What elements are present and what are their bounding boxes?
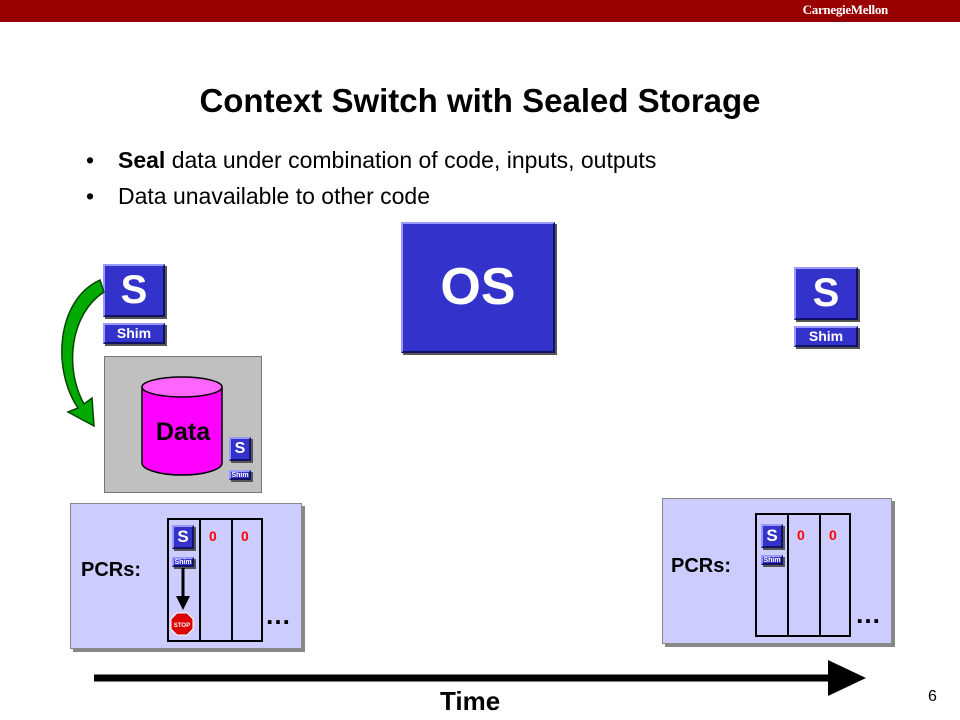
s-box-pcr: S xyxy=(172,525,194,549)
pcr-value: 0 xyxy=(797,527,805,543)
shim-label: Shim xyxy=(808,328,844,344)
s-box-pcr: S xyxy=(761,524,783,548)
pcr-value: 0 xyxy=(829,527,837,543)
os-box: OS xyxy=(401,222,555,353)
shim-box-pcr: Shim xyxy=(172,557,194,567)
slide-title: Context Switch with Sealed Storage xyxy=(199,82,761,119)
shim-label: Shim xyxy=(116,325,152,341)
shim-box-left: Shim xyxy=(103,323,165,344)
shim-box-pcr: Shim xyxy=(761,555,783,565)
bullet-text: data under combination of code, inputs, … xyxy=(165,147,657,173)
stop-label: STOP xyxy=(174,623,190,629)
bullet-item: • Data unavailable to other code xyxy=(86,178,656,214)
shim-box-right: Shim xyxy=(794,326,858,347)
os-label: OS xyxy=(440,258,516,316)
shim-box-small: Shim xyxy=(229,470,251,480)
s-label: S xyxy=(177,527,189,546)
down-arrow-icon xyxy=(176,568,190,610)
s-box-right: S xyxy=(794,267,858,320)
curved-arrow-icon xyxy=(61,278,105,428)
s-box-left: S xyxy=(103,264,165,317)
s-label: S xyxy=(120,268,148,312)
pcr-note-right: PCRs: 0 0 S Shim … xyxy=(662,498,892,644)
data-panel: Data S Shim xyxy=(104,356,262,493)
bullet-dot: • xyxy=(86,147,95,173)
s-label: S xyxy=(766,526,778,545)
bullet-item: • Seal data under combination of code, in… xyxy=(86,142,656,178)
shim-label: Shim xyxy=(231,472,249,479)
data-cylinder-icon xyxy=(141,376,223,476)
top-bar xyxy=(0,0,960,22)
stop-sign-icon: STOP xyxy=(170,612,194,636)
pcr-divider xyxy=(231,518,233,642)
s-box-small: S xyxy=(229,437,251,461)
s-label: S xyxy=(812,271,840,315)
pcr-divider xyxy=(199,518,201,642)
ellipsis: … xyxy=(855,599,883,629)
time-arrow-icon xyxy=(94,660,866,696)
bullet-dot: • xyxy=(86,183,95,209)
time-label: Time xyxy=(440,686,501,716)
pcr-note-left: PCRs: 0 0 S Shim STOP … xyxy=(70,503,302,649)
brand-logo-text: CarnegieMellon xyxy=(802,2,889,17)
s-label: S xyxy=(234,440,246,457)
bullet-text: Data unavailable to other code xyxy=(118,183,430,209)
bullet-list: • Seal data under combination of code, in… xyxy=(86,142,656,214)
pcr-value: 0 xyxy=(241,528,249,544)
pcr-label: PCRs: xyxy=(81,559,142,581)
pcr-label: PCRs: xyxy=(671,555,732,577)
ellipsis: … xyxy=(265,600,293,630)
pcr-value: 0 xyxy=(209,528,217,544)
data-label: Data xyxy=(155,418,211,446)
pcr-divider xyxy=(787,513,789,637)
page-number: 6 xyxy=(928,688,937,705)
bullet-bold: Seal xyxy=(118,147,166,173)
shim-label: Shim xyxy=(174,559,192,566)
pcr-divider xyxy=(819,513,821,637)
shim-label: Shim xyxy=(763,557,781,564)
